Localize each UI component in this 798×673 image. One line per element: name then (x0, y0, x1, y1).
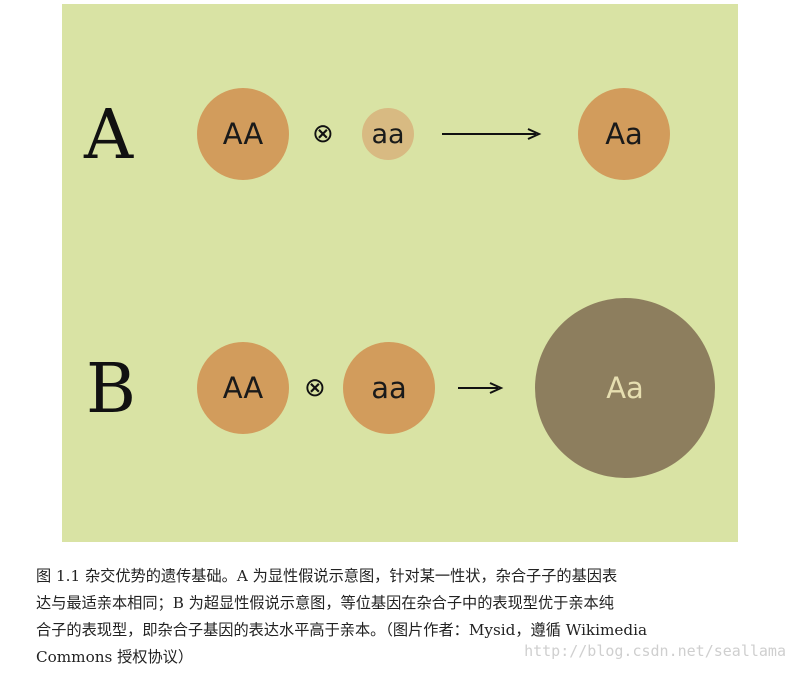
row-b-parent-AA: AA (197, 342, 289, 434)
row-b-offspring-Aa-label: Aa (606, 371, 644, 405)
row-b-cross-symbol: ⊗ (304, 373, 326, 403)
figure-caption: 图 1.1 杂交优势的遗传基础。A 为显性假说示意图，针对某一性状，杂合子子的基… (36, 563, 776, 671)
row-b-parent-AA-label: AA (222, 371, 264, 405)
caption-line-2: 达与最适亲本相同；B 为超显性假说示意图，等位基因在杂合子中的表现型优于亲本纯 (36, 594, 614, 612)
row-b-label: B (86, 350, 136, 429)
row-a-offspring-Aa: Aa (578, 88, 670, 180)
row-a-parent-AA: AA (197, 88, 289, 180)
caption-line-4: Commons 授权协议） (36, 648, 194, 666)
watermark-url: http://blog.csdn.net/seallama (524, 642, 786, 660)
row-a-offspring-Aa-label: Aa (605, 117, 643, 151)
row-b-parent-aa-label: aa (371, 371, 407, 405)
row-a-parent-aa-label: aa (371, 118, 405, 150)
row-a-parent-AA-label: AA (222, 117, 264, 151)
row-b-arrow (458, 382, 504, 394)
caption-line-3: 合子的表现型，即杂合子基因的表达水平高于亲本。（图片作者：Mysid，遵循 Wi… (36, 621, 648, 639)
row-a-label: A (84, 96, 134, 175)
row-b-parent-aa: aa (343, 342, 435, 434)
row-b-offspring-Aa-large: Aa (535, 298, 715, 478)
row-a-cross-symbol: ⊗ (312, 119, 334, 149)
diagram-panel: A AA ⊗ aa Aa B AA ⊗ aa Aa (62, 4, 738, 542)
row-a-arrow (442, 128, 542, 140)
caption-line-1: 图 1.1 杂交优势的遗传基础。A 为显性假说示意图，针对某一性状，杂合子子的基… (36, 567, 618, 585)
row-a-parent-aa: aa (362, 108, 414, 160)
